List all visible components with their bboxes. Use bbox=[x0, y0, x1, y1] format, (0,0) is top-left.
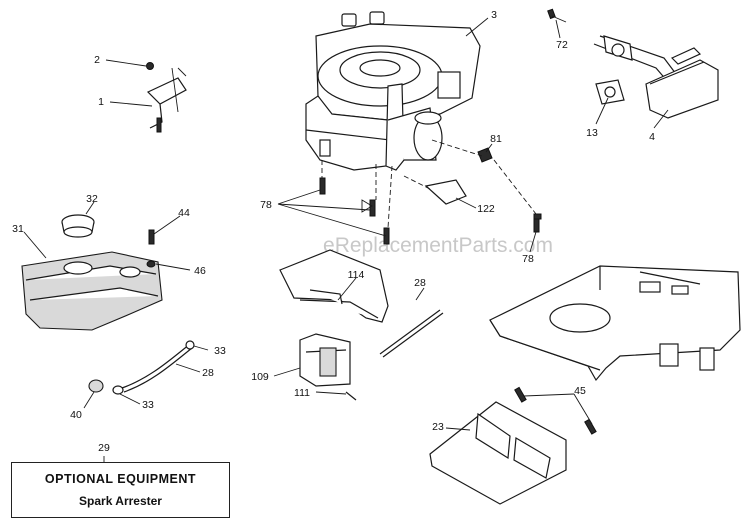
callout-44: 44 bbox=[178, 207, 190, 219]
callout-2: 2 bbox=[94, 54, 100, 66]
callout-28-right: 28 bbox=[414, 277, 426, 289]
callout-78-right: 78 bbox=[522, 253, 534, 265]
fuel-line-part bbox=[88, 309, 444, 401]
callout-114: 114 bbox=[348, 269, 365, 281]
callout-29: 29 bbox=[98, 442, 110, 454]
throttle-bracket-part bbox=[146, 62, 187, 133]
callout-78-left: 78 bbox=[260, 199, 272, 211]
leader-lines bbox=[23, 17, 669, 462]
spark-arrester-label: Spark Arrester bbox=[79, 494, 162, 508]
callout-23: 23 bbox=[432, 421, 444, 433]
frame-part bbox=[489, 265, 741, 382]
optional-equipment-title: OPTIONAL EQUIPMENT bbox=[44, 472, 197, 486]
callout-81: 81 bbox=[490, 133, 502, 145]
callout-33-top: 33 bbox=[214, 345, 226, 357]
callout-labels: 2 1 3 72 13 4 81 78 122 78 32 31 44 46 1… bbox=[12, 9, 655, 454]
engine-bracket-part bbox=[279, 249, 389, 387]
callout-33-bottom: 33 bbox=[142, 399, 154, 411]
callout-109: 109 bbox=[251, 371, 269, 383]
cover-plate-part bbox=[429, 386, 597, 505]
callout-72: 72 bbox=[556, 39, 568, 51]
callout-28-left: 28 bbox=[202, 367, 214, 379]
callout-122: 122 bbox=[477, 203, 495, 215]
callout-3: 3 bbox=[491, 9, 497, 21]
fuel-tank-part bbox=[21, 214, 163, 331]
callout-40: 40 bbox=[70, 409, 82, 421]
callout-4: 4 bbox=[649, 131, 655, 143]
callout-13: 13 bbox=[586, 127, 598, 139]
optional-equipment-box: OPTIONAL EQUIPMENT Spark Arrester bbox=[11, 462, 230, 518]
callout-1: 1 bbox=[98, 96, 104, 108]
watermark-text: eReplacementParts.com bbox=[323, 234, 553, 257]
callout-46: 46 bbox=[194, 265, 206, 277]
callout-32: 32 bbox=[86, 193, 98, 205]
engine-part bbox=[305, 11, 481, 171]
callout-31: 31 bbox=[12, 223, 24, 235]
muffler-part bbox=[547, 8, 719, 119]
callout-111: 111 bbox=[294, 387, 310, 399]
callout-45: 45 bbox=[574, 385, 586, 397]
